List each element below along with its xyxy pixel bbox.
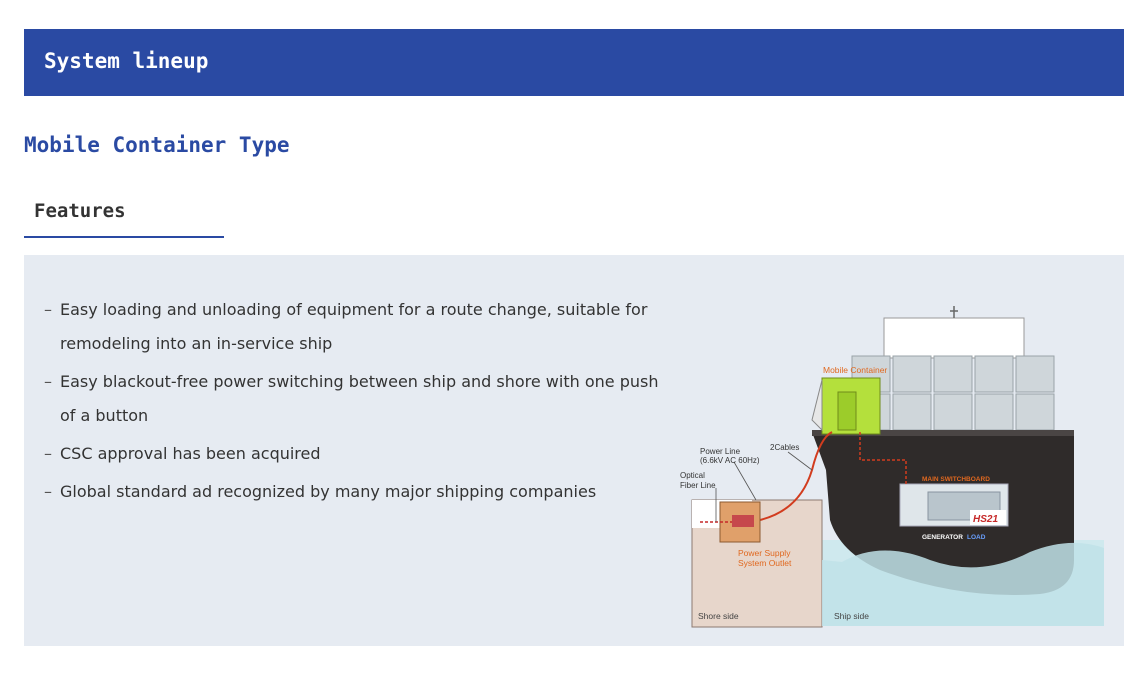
label-fiber-line: Fiber Line <box>680 481 716 490</box>
label-outlet-2: System Outlet <box>738 558 792 568</box>
section-title: Mobile Container Type <box>24 133 290 157</box>
shore-power-diagram: Mobile Container 2Cables Power Line (6.6… <box>680 306 1104 628</box>
banner-title: System lineup <box>44 49 209 73</box>
label-shore-side: Shore side <box>698 611 739 621</box>
dash-bullet-icon: – <box>44 444 52 463</box>
label-hs21: HS21 <box>973 514 998 525</box>
label-generator: GENERATOR <box>922 534 963 541</box>
feature-item: –Global standard ad recognized by many m… <box>44 475 664 509</box>
label-cables: 2Cables <box>770 443 799 452</box>
ship-cable <box>859 432 907 484</box>
feature-list: –Easy loading and unloading of equipment… <box>44 293 664 513</box>
bridge <box>883 317 1025 359</box>
feature-text: Easy loading and unloading of equipment … <box>60 300 648 353</box>
features-heading: Features <box>34 200 126 222</box>
sea-wave <box>822 542 1104 626</box>
label-power-line: Power Line <box>700 447 741 456</box>
label-ship-side: Ship side <box>834 611 869 621</box>
feature-item: –CSC approval has been acquired <box>44 437 664 471</box>
container-stack <box>851 355 1055 431</box>
label-power-line-spec: (6.6kV AC 60Hz) <box>700 456 760 465</box>
dash-bullet-icon: – <box>44 372 52 391</box>
features-underline <box>24 236 224 238</box>
feature-text: Easy blackout-free power switching betwe… <box>60 372 659 425</box>
container-ramp <box>811 379 823 432</box>
label-mobile-container: Mobile Container <box>823 365 887 375</box>
dash-bullet-icon: – <box>44 300 52 319</box>
feature-text: Global standard ad recognized by many ma… <box>60 482 597 501</box>
feature-item: –Easy loading and unloading of equipment… <box>44 293 664 361</box>
system-lineup-banner: System lineup <box>24 29 1124 96</box>
dash-bullet-icon: – <box>44 482 52 501</box>
label-outlet: Power Supply <box>738 548 791 558</box>
feature-item: –Easy blackout-free power switching betw… <box>44 365 664 433</box>
feature-text: CSC approval has been acquired <box>60 444 321 463</box>
label-load: LOAD <box>967 534 986 541</box>
label-optical: Optical <box>680 471 705 480</box>
label-switchboard: MAIN SWITCHBOARD <box>922 476 990 483</box>
power-cable <box>759 431 833 521</box>
